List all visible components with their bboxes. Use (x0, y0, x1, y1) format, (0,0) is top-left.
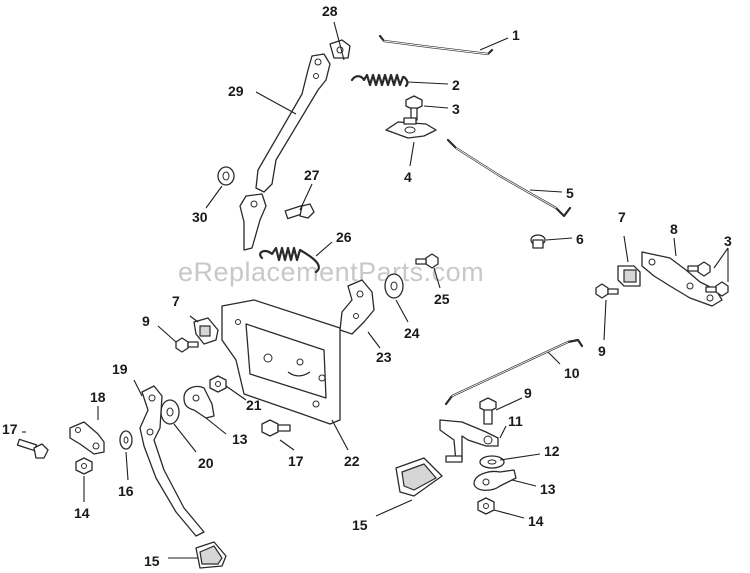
callout-28: 28 (322, 3, 338, 19)
part-12-washer[interactable] (479, 455, 505, 469)
part-3-screw-right-b[interactable] (705, 281, 729, 297)
callout-14-left: 14 (74, 505, 90, 521)
part-17-bolt-right[interactable] (261, 419, 291, 437)
callout-10: 10 (564, 365, 580, 381)
callout-14-right: 14 (528, 513, 544, 529)
callout-21: 21 (246, 397, 262, 413)
part-25-screw[interactable] (415, 253, 439, 269)
callout-22: 22 (344, 453, 360, 469)
part-14-nut-left[interactable] (75, 457, 93, 475)
callout-11: 11 (508, 413, 523, 429)
callout-7-right: 7 (618, 209, 626, 225)
part-2-spring[interactable] (350, 73, 409, 88)
callout-16: 16 (118, 483, 134, 499)
part-10-long-rod[interactable] (444, 338, 584, 406)
part-14-nut-right[interactable] (477, 497, 495, 515)
part-3-screw-right-a[interactable] (687, 261, 711, 277)
callout-18: 18 (90, 389, 106, 405)
callout-3-top: 3 (452, 101, 460, 117)
part-30-bushing[interactable] (217, 166, 235, 186)
callout-9-right: 9 (598, 343, 606, 359)
part-1-rod[interactable] (378, 34, 494, 56)
callout-27: 27 (304, 167, 320, 183)
part-22-control-plate[interactable] (221, 299, 341, 425)
callout-7-left: 7 (172, 293, 180, 309)
callout-17-right: 17 (288, 453, 304, 469)
part-9-screw-mid[interactable] (479, 397, 497, 425)
part-3-screw-top[interactable] (405, 95, 423, 121)
part-24-washer[interactable] (384, 273, 404, 299)
part-18-link-plate[interactable] (69, 421, 105, 455)
callout-24: 24 (404, 325, 420, 341)
part-21-nut[interactable] (209, 375, 227, 393)
part-19-pedal-arm[interactable] (139, 385, 205, 537)
callout-8: 8 (670, 221, 678, 237)
part-9-screw-right[interactable] (595, 283, 619, 299)
part-15-pad-right[interactable] (395, 457, 443, 497)
callout-17-left: 17 (2, 421, 18, 437)
callout-13-left: 13 (232, 431, 248, 447)
callout-1: 1 (512, 27, 520, 43)
callout-labels: 1 2 3 4 5 6 7 8 3 9 10 9 11 12 13 14 15 … (2, 3, 732, 569)
part-13-cam-left[interactable] (183, 385, 215, 419)
part-9-screw-left[interactable] (175, 337, 199, 353)
callout-4: 4 (404, 169, 412, 185)
part-28-clip[interactable] (329, 39, 351, 59)
part-17-bolt-left[interactable] (16, 438, 49, 459)
callout-5: 5 (566, 185, 574, 201)
callout-3-right: 3 (724, 233, 732, 249)
callout-13-right: 13 (540, 481, 556, 497)
part-29-lever-arm[interactable] (239, 53, 331, 251)
part-7-clip-right[interactable] (617, 265, 641, 287)
part-5-bent-rod[interactable] (446, 138, 572, 218)
callout-2: 2 (452, 77, 460, 93)
part-6-clip[interactable] (530, 234, 546, 249)
part-20-washer[interactable] (160, 399, 180, 425)
part-27-bolt[interactable] (284, 203, 315, 220)
callout-6: 6 (576, 231, 584, 247)
callout-29: 29 (228, 83, 244, 99)
part-23-governor-lever[interactable] (339, 279, 375, 335)
part-16-bushing[interactable] (119, 430, 133, 450)
callout-9-mid: 9 (524, 385, 532, 401)
part-8-plate-right[interactable] (641, 251, 723, 307)
leader-lines (22, 21, 729, 559)
part-4-bracket[interactable] (385, 117, 437, 139)
callout-12: 12 (544, 443, 560, 459)
callout-9-left: 9 (142, 313, 150, 329)
callout-26: 26 (336, 229, 352, 245)
callout-20: 20 (198, 455, 214, 471)
part-15-pad-left[interactable] (195, 541, 227, 569)
callout-23: 23 (376, 349, 392, 365)
callout-15-left: 15 (144, 553, 160, 569)
callout-19: 19 (112, 361, 128, 377)
part-26-spring[interactable] (259, 246, 320, 274)
part-13-cam-right[interactable] (473, 469, 517, 491)
callout-25: 25 (434, 291, 450, 307)
callout-30: 30 (192, 209, 208, 225)
part-7-clip-left[interactable] (193, 317, 219, 345)
callout-15-right: 15 (352, 517, 368, 533)
part-11-lever[interactable] (439, 419, 499, 463)
